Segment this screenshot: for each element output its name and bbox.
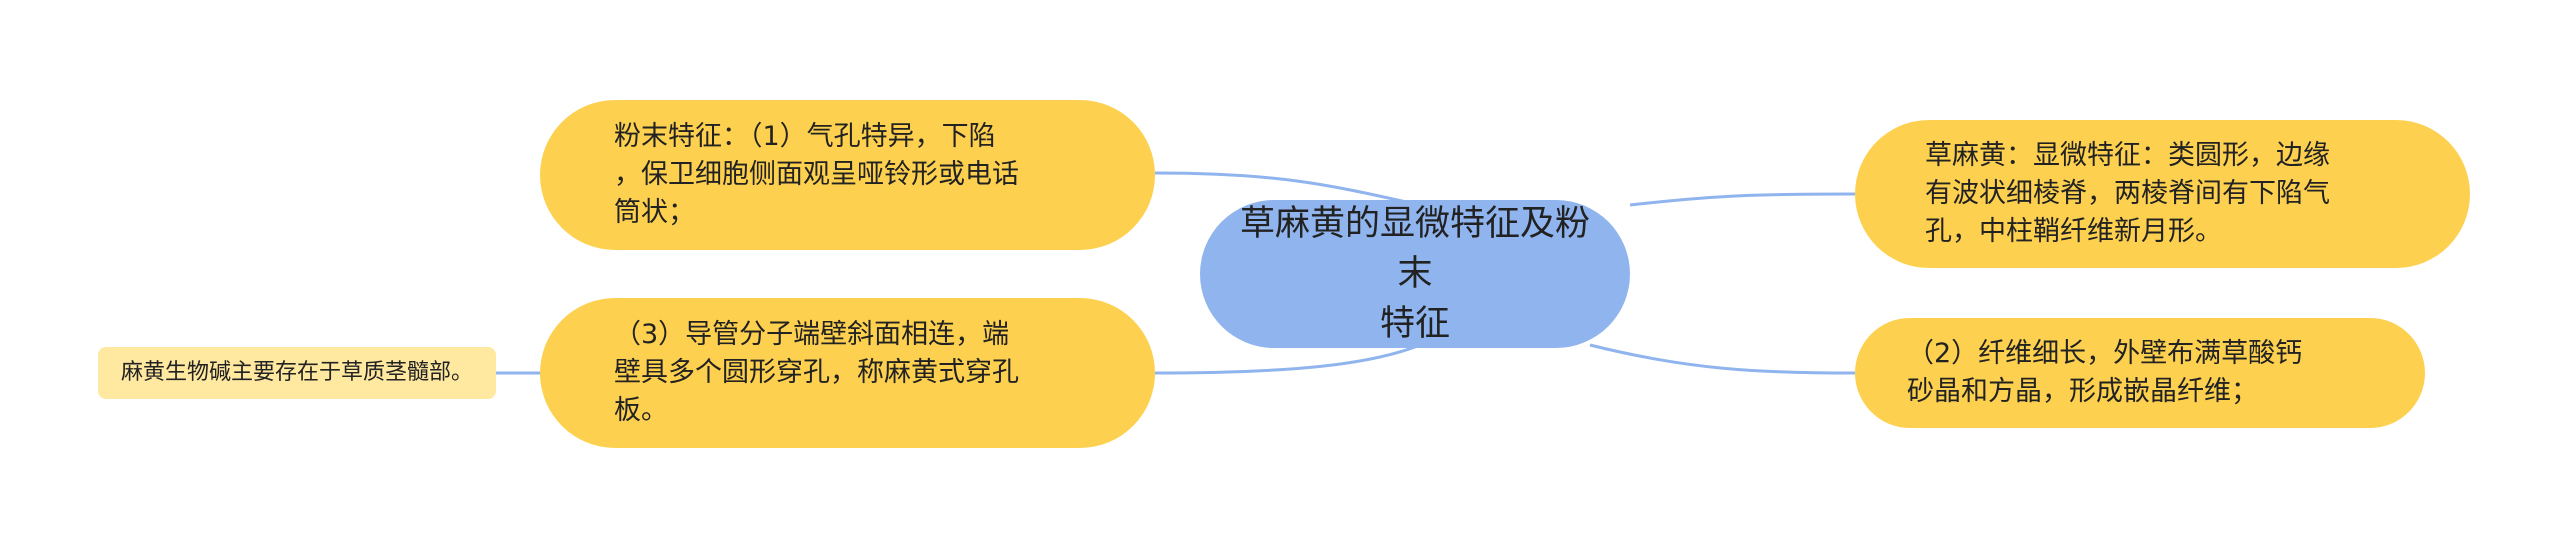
topic-node-fiber-crystals[interactable]: （2）纤维细长，外壁布满草酸钙 砂晶和方晶，形成嵌晶纤维； <box>1855 318 2425 428</box>
connector-central-to-topic-2 <box>1154 343 1421 375</box>
central-topic-node[interactable]: 草麻黄的显微特征及粉末 特征 <box>1200 200 1630 348</box>
topic-label: 草麻黄：显微特征：类圆形，边缘 有波状细棱脊，两棱脊间有下陷气 孔，中柱鞘纤维新… <box>1925 140 2330 247</box>
connector-central-to-topic-4 <box>1589 343 1856 375</box>
topic-node-vessel-perforation[interactable]: （3）导管分子端壁斜面相连，端 壁具多个圆形穿孔，称麻黄式穿孔 板。 <box>540 298 1155 448</box>
connector-central-to-topic-1 <box>1154 171 1421 207</box>
central-topic-label: 草麻黄的显微特征及粉末 特征 <box>1240 204 1591 344</box>
topic-label: （3）导管分子端壁斜面相连，端 壁具多个圆形穿孔，称麻黄式穿孔 板。 <box>614 319 1019 426</box>
subtopic-label: 麻黄生物碱主要存在于草质茎髓部。 <box>120 360 473 385</box>
topic-node-microscopic-feature[interactable]: 草麻黄：显微特征：类圆形，边缘 有波状细棱脊，两棱脊间有下陷气 孔，中柱鞘纤维新… <box>1855 120 2470 268</box>
connector-central-to-topic-3 <box>1629 192 1856 207</box>
subtopic-node-alkaloid-location[interactable]: 麻黄生物碱主要存在于草质茎髓部。 <box>98 347 496 399</box>
topic-label: 粉末特征：（1）气孔特异，下陷 ，保卫细胞侧面观呈哑铃形或电话 筒状； <box>614 121 1019 228</box>
topic-label: （2）纤维细长，外壁布满草酸钙 砂晶和方晶，形成嵌晶纤维； <box>1907 338 2303 407</box>
topic-node-powder-feature-stomata[interactable]: 粉末特征：（1）气孔特异，下陷 ，保卫细胞侧面观呈哑铃形或电话 筒状； <box>540 100 1155 250</box>
